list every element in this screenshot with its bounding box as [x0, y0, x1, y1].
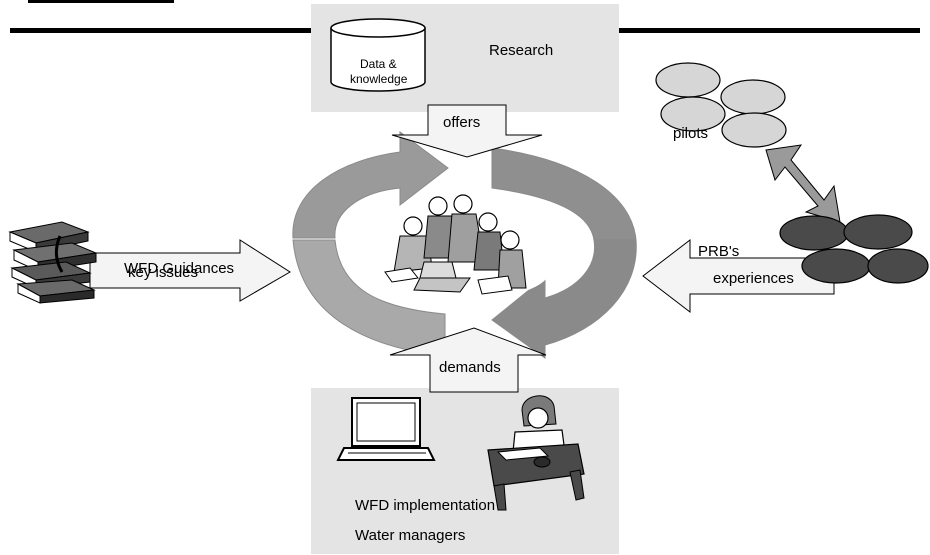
- demands-label: demands: [439, 359, 501, 376]
- prb-cluster: [779, 214, 929, 284]
- offers-arrow-shape: [391, 104, 543, 158]
- offers-label: offers: [443, 114, 481, 131]
- key-issues-label: key issues: [128, 264, 199, 281]
- cycle-arrows: [292, 131, 637, 359]
- wfd-guidances-label: WFD Guidances: [124, 260, 235, 277]
- books-stack-icon: [8, 221, 98, 304]
- experiences-label: experiences: [713, 270, 794, 287]
- demands-arrow-shape: [389, 327, 547, 393]
- pilots-prb-double-arrow: [765, 144, 841, 223]
- prb-experiences-arrow-shape: [642, 238, 835, 314]
- pilots-label: pilots: [673, 125, 709, 142]
- top-left-rule: [28, 0, 174, 3]
- pilots-cluster: [655, 62, 787, 148]
- wfd-implementation-label: WFD implementation: [355, 497, 496, 514]
- meeting-people-icon: [380, 194, 550, 300]
- cylinder-label-line1: Data &: [360, 57, 397, 71]
- data-knowledge-cylinder: [330, 18, 426, 92]
- cylinder-label-line2: knowledge: [350, 72, 408, 86]
- person-on-phone-icon: [487, 395, 585, 511]
- prbs-label: PRB's: [698, 243, 740, 260]
- research-title: Research: [489, 42, 554, 59]
- water-managers-label: Water managers: [355, 527, 466, 544]
- wfd-guidances-arrow-shape: [89, 239, 291, 302]
- laptop-icon: [336, 397, 436, 461]
